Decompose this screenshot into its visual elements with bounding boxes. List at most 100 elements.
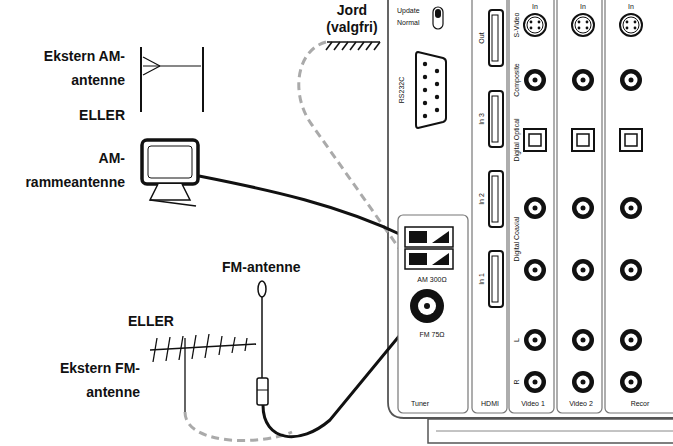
tuner-section-part: [424, 303, 430, 309]
rs232c-connector-part: [435, 69, 439, 73]
video-column-part: [509, 0, 554, 413]
tuner-section: [398, 215, 468, 413]
video-column: [557, 0, 602, 413]
video-column-part: [623, 17, 639, 33]
fm-wire-antenna: [257, 281, 414, 437]
dashed-wire-part: [185, 412, 292, 441]
rs232c-connector: [416, 52, 446, 128]
section-label: HDMI: [481, 399, 499, 408]
fm-wire-antenna-part: [257, 390, 268, 391]
video-column-part: [524, 14, 546, 36]
rs232c-connector-part: [423, 114, 427, 118]
video-column: [509, 0, 554, 413]
video-column-part: [581, 268, 586, 273]
hdmi-section-part: [492, 256, 498, 302]
video-column-part: [634, 21, 637, 24]
video-column-part: [625, 74, 638, 87]
section-label: Video 1: [521, 399, 545, 408]
video-column-part: [577, 202, 590, 215]
hdmi-section-part: [489, 10, 503, 66]
update-switch-part: [435, 9, 441, 18]
video-column-part: [530, 27, 533, 30]
video-column-part: [586, 27, 589, 30]
ground-symbol-part: [358, 42, 364, 50]
am-loop-antenna: [142, 140, 406, 237]
video-column-part: [524, 197, 546, 219]
video-column-part: [605, 0, 673, 413]
external-fm-antenna-part: [219, 336, 222, 355]
am-loop-antenna-part: [150, 200, 196, 206]
tuner-section-part: [405, 227, 453, 247]
video-column-part: [572, 197, 594, 219]
ground-symbol-part: [334, 42, 340, 50]
rs232c-connector-part: [423, 88, 427, 92]
hdmi-section-part: [489, 251, 503, 307]
video-column-part: [620, 14, 642, 36]
video-column-part: [575, 17, 591, 33]
video-column-part: [625, 134, 637, 146]
video-column-part: [629, 268, 634, 273]
port-label: Digital Optical: [512, 118, 521, 161]
rs232c-connector-part: [423, 75, 427, 79]
external-fm-antenna-part: [153, 338, 157, 362]
fm-wire-antenna-part: [258, 281, 266, 297]
external-fm-antenna-part: [179, 336, 183, 360]
dashed-wire-part: [299, 42, 406, 258]
video-column-part: [524, 371, 546, 393]
am-loop-antenna-part: [199, 176, 406, 237]
video-column-part: [524, 259, 546, 281]
fm-wire-antenna-part: [263, 318, 414, 437]
video-column-part: [530, 21, 533, 24]
video-column-part: [538, 27, 541, 30]
ground-symbol: [326, 42, 380, 50]
video-column-part: [581, 78, 586, 83]
video-column: [605, 0, 673, 413]
tuner-section-part: [398, 215, 468, 413]
video-column-part: [533, 206, 538, 211]
fm-wire-antenna-part: [261, 297, 263, 378]
video-column-part: [620, 129, 642, 151]
external-fm-antenna-part: [205, 334, 209, 358]
video-column-part: [620, 329, 642, 351]
video-column-part: [572, 14, 594, 36]
tuner-section-part: [418, 297, 436, 315]
antenna-label: AM-rammeantenne: [15, 146, 125, 194]
video-column-part: [557, 0, 602, 413]
ground-symbol-part: [350, 42, 356, 50]
external-am-antenna-part: [143, 57, 160, 66]
video-column-part: [629, 78, 634, 83]
external-fm-antenna-part: [150, 344, 256, 350]
video-column-part: [629, 338, 634, 343]
port-label: In 2: [477, 193, 486, 205]
update-switch: [433, 7, 443, 29]
fm-wire-antenna-part: [257, 378, 268, 405]
hdmi-section-part: [492, 176, 498, 222]
video-column-part: [634, 27, 637, 30]
port-label: In 1: [477, 273, 486, 285]
video-column-part: [529, 264, 542, 277]
video-column-part: [626, 27, 629, 30]
video-column-part: [625, 264, 638, 277]
video-column-part: [581, 338, 586, 343]
external-fm-antenna-part: [192, 335, 196, 359]
video-column-part: [577, 264, 590, 277]
hdmi-section-part: [472, 0, 507, 413]
external-fm-antenna: [150, 334, 256, 412]
video-column-part: [572, 329, 594, 351]
video-column-part: [577, 376, 590, 389]
tuner-section-part: [409, 253, 427, 265]
video-column-part: [529, 74, 542, 87]
hdmi-section-part: [492, 96, 498, 142]
or-label: ELLER: [128, 312, 174, 330]
tuner-section-part: [405, 249, 453, 269]
video-column-part: [572, 371, 594, 393]
am-loop-antenna-part: [142, 140, 198, 184]
video-column-part: [533, 268, 538, 273]
external-fm-antenna-part: [232, 337, 235, 353]
video-column-part: [578, 27, 581, 30]
video-column-part: [586, 21, 589, 24]
ground-symbol-part: [326, 42, 332, 50]
